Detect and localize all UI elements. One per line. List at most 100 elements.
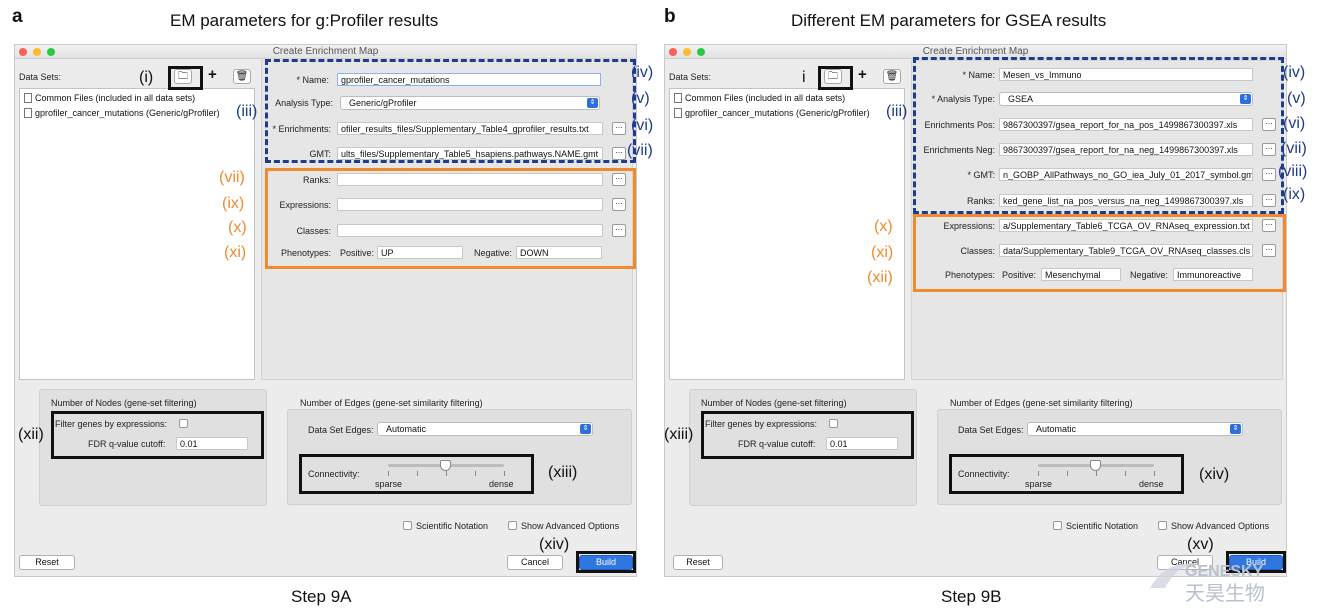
annotation-iii: (iii) — [886, 103, 908, 120]
enrichments-neg-browse-button[interactable]: ⋯ — [1262, 143, 1276, 156]
window-title: Create Enrichment Map — [272, 46, 379, 57]
connectivity-slider-thumb[interactable] — [1090, 460, 1101, 471]
panel-a-letter: a — [12, 6, 23, 27]
add-data-set-button[interactable]: + — [858, 66, 867, 83]
classes-field[interactable] — [337, 224, 603, 237]
slider-tick — [504, 471, 505, 476]
minimize-window-icon[interactable] — [33, 48, 41, 56]
minimize-window-icon[interactable] — [683, 48, 691, 56]
expressions-field[interactable]: a/Supplementary_Table6_TCGA_OV_RNAseq_ex… — [999, 219, 1253, 232]
expressions-browse-button[interactable]: ⋯ — [1262, 219, 1276, 232]
enrichments-browse-button[interactable]: ⋯ — [612, 122, 626, 135]
analysis-type-select[interactable]: GSEA⇕ — [999, 92, 1253, 106]
add-folder-button[interactable]: 🗀 — [824, 69, 842, 84]
enrichments-pos-field[interactable]: 9867300397/gsea_report_for_na_pos_149986… — [999, 118, 1253, 131]
list-item[interactable]: Common Files (included in all data sets) — [24, 93, 195, 103]
analysis-type-label: * Analysis Type: — [931, 94, 995, 104]
annotation-vii-orange: (vii) — [219, 169, 245, 186]
plus-icon: + — [208, 66, 217, 83]
cancel-button[interactable]: Cancel — [1157, 555, 1213, 570]
data-sets-list[interactable]: Common Files (included in all data sets)… — [669, 88, 905, 380]
slider-tick — [1154, 471, 1155, 476]
build-button[interactable]: Build — [1229, 555, 1283, 570]
filter-genes-checkbox[interactable] — [829, 419, 838, 428]
classes-browse-button[interactable]: ⋯ — [1262, 244, 1276, 257]
advanced-options-checkbox[interactable] — [508, 521, 517, 530]
cancel-button[interactable]: Cancel — [507, 555, 563, 570]
gmt-field[interactable]: n_GOBP_AllPathways_no_GO_iea_July_01_201… — [999, 168, 1253, 181]
dataset-edges-select[interactable]: Automatic⇕ — [377, 422, 593, 436]
annotation-xi: (xi) — [224, 244, 247, 261]
positive-label: Positive: — [340, 248, 375, 258]
fdr-label: FDR q-value cutoff: — [88, 439, 166, 449]
zoom-window-icon[interactable] — [697, 48, 705, 56]
expressions-field[interactable] — [337, 198, 603, 211]
slider-tick — [475, 471, 476, 476]
data-sets-list[interactable]: Common Files (included in all data sets)… — [19, 88, 255, 380]
annotation-box-connectivity — [299, 454, 534, 494]
add-data-set-button[interactable]: + — [208, 66, 217, 83]
expressions-browse-button[interactable]: ⋯ — [612, 198, 626, 211]
zoom-window-icon[interactable] — [47, 48, 55, 56]
enrichments-pos-browse-button[interactable]: ⋯ — [1262, 118, 1276, 131]
browse-icon: ⋯ — [1265, 245, 1273, 254]
ranks-field[interactable] — [337, 173, 603, 186]
delete-data-set-button[interactable]: 🗑 — [233, 69, 251, 84]
name-label: * Name: — [962, 70, 995, 80]
annotation-xiii: (xiii) — [664, 426, 694, 443]
name-field[interactable]: gprofiler_cancer_mutations — [337, 73, 601, 86]
name-field[interactable]: Mesen_vs_Immuno — [999, 68, 1253, 81]
build-button[interactable]: Build — [579, 555, 633, 570]
annotation-xii: (xii) — [867, 269, 893, 286]
list-item[interactable]: gprofiler_cancer_mutations (Generic/gPro… — [24, 108, 220, 118]
enrichments-field[interactable]: ofiler_results_files/Supplementary_Table… — [337, 122, 603, 135]
data-set-details-pane — [261, 60, 633, 380]
positive-field[interactable]: UP — [377, 246, 463, 259]
fdr-field[interactable]: 0.01 — [176, 437, 248, 450]
scientific-notation-checkbox[interactable] — [403, 521, 412, 530]
scientific-notation-checkbox[interactable] — [1053, 521, 1062, 530]
connectivity-slider-thumb[interactable] — [440, 460, 451, 471]
list-item[interactable]: Common Files (included in all data sets) — [674, 93, 845, 103]
edges-title: Number of Edges (gene-set similarity fil… — [300, 398, 483, 408]
gmt-browse-button[interactable]: ⋯ — [612, 147, 626, 160]
analysis-type-select[interactable]: Generic/gProfiler⇕ — [340, 96, 600, 110]
fdr-field[interactable]: 0.01 — [826, 437, 898, 450]
close-window-icon[interactable] — [669, 48, 677, 56]
plus-icon: + — [858, 66, 867, 83]
panel-a-window: Create Enrichment Map Data Sets: 🗀 + 🗑 C… — [14, 44, 637, 577]
annotation-box-build — [1226, 551, 1286, 573]
gmt-field[interactable]: ults_files/Supplementary_Table5_hsapiens… — [337, 147, 603, 160]
folder-icon: 🗀 — [828, 71, 838, 82]
phenotypes-label: Phenotypes: — [280, 248, 331, 258]
browse-icon: ⋯ — [1265, 119, 1273, 128]
ranks-browse-button[interactable]: ⋯ — [1262, 194, 1276, 207]
classes-browse-button[interactable]: ⋯ — [612, 224, 626, 237]
classes-field[interactable]: data/Supplementary_Table9_TCGA_OV_RNAseq… — [999, 244, 1253, 257]
annotation-v: (v) — [1287, 90, 1306, 107]
advanced-options-checkbox[interactable] — [1158, 521, 1167, 530]
phenotypes-label: Phenotypes: — [944, 270, 995, 280]
reset-button[interactable]: Reset — [673, 555, 723, 570]
ranks-browse-button[interactable]: ⋯ — [612, 173, 626, 186]
reset-button[interactable]: Reset — [19, 555, 75, 570]
delete-data-set-button[interactable]: 🗑 — [883, 69, 901, 84]
annotation-vi: (vi) — [1283, 115, 1306, 132]
ranks-field[interactable]: ked_gene_list_na_pos_versus_na_neg_14998… — [999, 194, 1253, 207]
positive-field[interactable]: Mesenchymal — [1041, 268, 1121, 281]
dataset-edges-select[interactable]: Automatic⇕ — [1027, 422, 1243, 436]
add-folder-button[interactable]: 🗀 — [174, 69, 192, 84]
filter-genes-checkbox[interactable] — [179, 419, 188, 428]
panel-b-window: Create Enrichment Map Data Sets: 🗀 + 🗑 C… — [664, 44, 1287, 577]
annotation-xiv: (xiv) — [1199, 466, 1230, 483]
close-window-icon[interactable] — [19, 48, 27, 56]
slider-tick — [1038, 471, 1039, 476]
advanced-options-label: Show Advanced Options — [521, 521, 620, 531]
list-item[interactable]: gprofiler_cancer_mutations (Generic/gPro… — [674, 108, 870, 118]
negative-field[interactable]: DOWN — [516, 246, 602, 259]
enrichments-neg-field[interactable]: 9867300397/gsea_report_for_na_neg_149986… — [999, 143, 1253, 156]
gmt-browse-button[interactable]: ⋯ — [1262, 168, 1276, 181]
data-sets-label: Data Sets: — [669, 72, 712, 82]
annotation-iv: (iv) — [631, 64, 654, 81]
negative-field[interactable]: Immunoreactive — [1173, 268, 1253, 281]
